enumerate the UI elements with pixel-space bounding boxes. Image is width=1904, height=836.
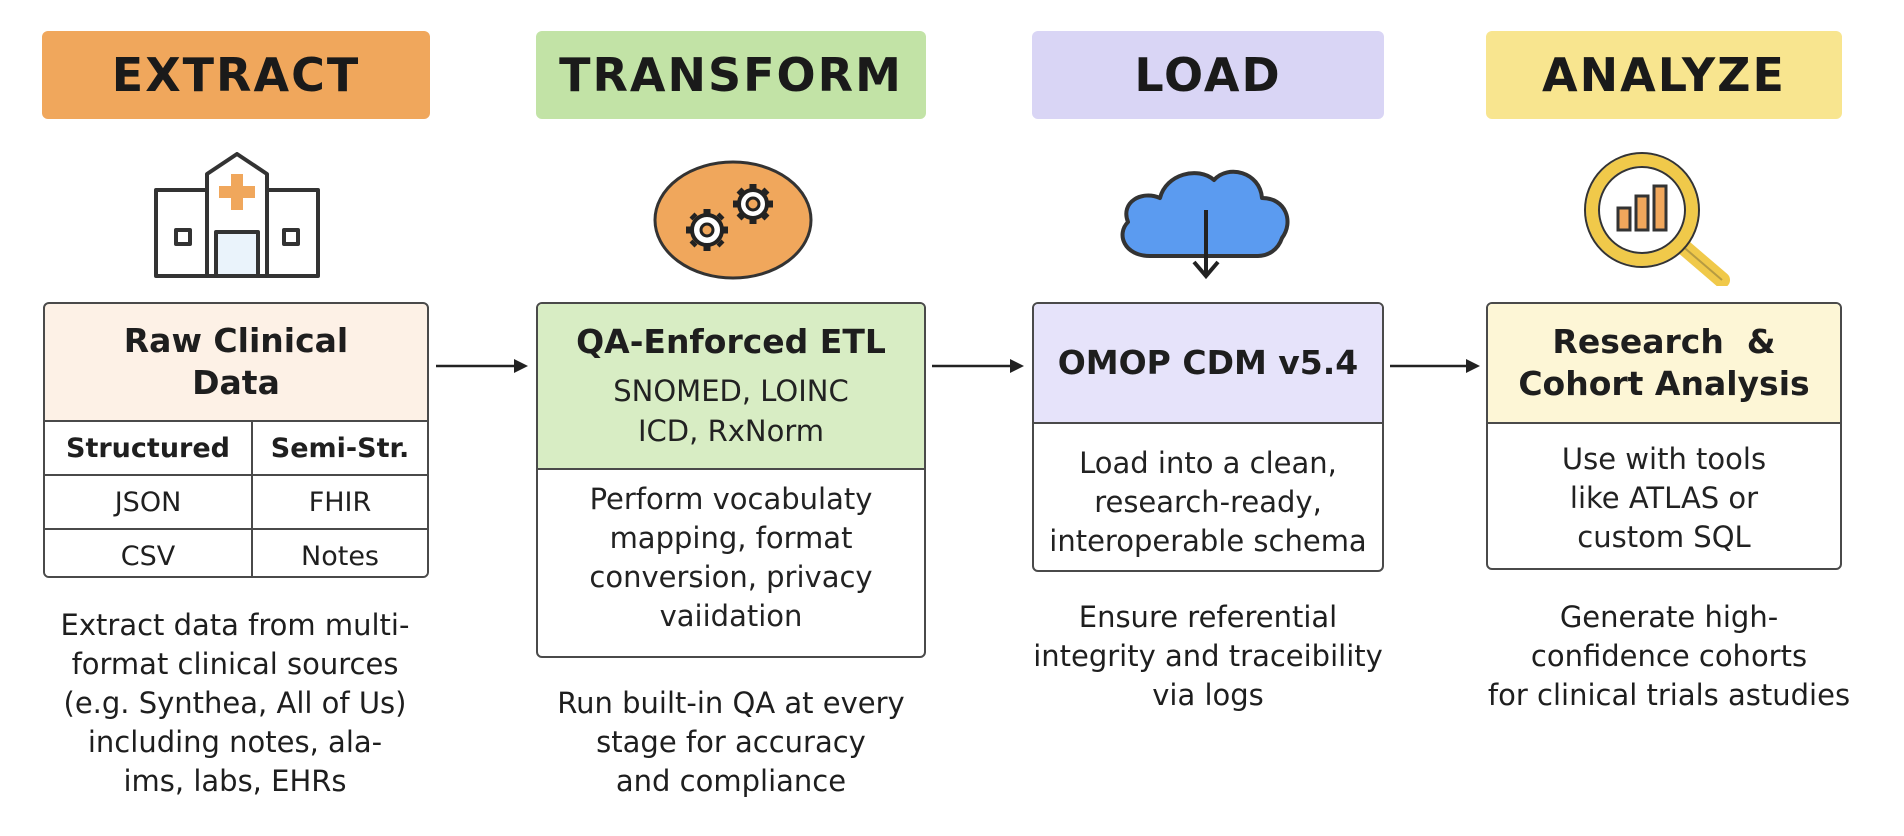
card-title: OMOP CDM v5.4 xyxy=(1057,343,1359,382)
arrow-extract-to-transform xyxy=(436,359,528,373)
column-header: Semi-Str. xyxy=(251,420,427,475)
arrow-load-to-analyze xyxy=(1390,359,1480,373)
raw-clinical-data-card: Raw Clinical Data Structured Semi-Str. J… xyxy=(43,302,429,578)
column-header: Structured xyxy=(45,420,253,475)
description-line: confidence cohorts xyxy=(1530,639,1808,673)
description-line: Extract data from multi- xyxy=(60,608,410,642)
magnifier-chart-icon xyxy=(1584,152,1730,286)
description-line: integrity and traceibility xyxy=(1033,639,1383,673)
table-cell: FHIR xyxy=(251,474,427,529)
description-line: via logs xyxy=(1152,678,1264,712)
card-body-line: conversion, privacy xyxy=(589,560,873,594)
description-line: Generate high- xyxy=(1559,600,1779,634)
table-row: JSON FHIR xyxy=(45,474,427,529)
description-line: ims, labs, EHRs xyxy=(123,764,347,798)
transform-description: Run built-in QA at every stage for accur… xyxy=(511,684,951,801)
table-cell: CSV xyxy=(45,528,253,576)
description-line: format clinical sources xyxy=(71,647,399,681)
card-body-line: custom SQL xyxy=(1577,520,1751,554)
description-line: Ensure referential xyxy=(1078,600,1338,634)
stage-header-transform: TRANSFORM xyxy=(536,31,926,119)
description-line: (e.g. Synthea, All of Us) xyxy=(63,686,407,720)
source-format-table: Structured Semi-Str. JSON FHIR CSV Notes xyxy=(45,420,427,576)
load-description: Ensure referential integrity and traceib… xyxy=(988,598,1428,715)
card-title: Research & xyxy=(1552,322,1776,361)
gears-icon xyxy=(653,160,813,280)
table-cell: Notes xyxy=(251,528,427,576)
vocabulary-list: ICD, RxNorm xyxy=(638,414,824,448)
card-body-line: Use with tools xyxy=(1561,442,1767,476)
description-line: Run built-in QA at every xyxy=(557,686,905,720)
card-title: Data xyxy=(192,363,280,402)
description-line: including notes, ala- xyxy=(87,725,383,759)
card-title: Cohort Analysis xyxy=(1518,364,1810,403)
cloud-download-icon xyxy=(1120,169,1290,280)
qa-enforced-etl-card: QA-Enforced ETL SNOMED, LOINC ICD, RxNor… xyxy=(536,302,926,658)
research-cohort-card: Research & Cohort Analysis Use with tool… xyxy=(1486,302,1842,570)
arrow-transform-to-load xyxy=(932,359,1024,373)
vocabulary-list: SNOMED, LOINC xyxy=(613,374,849,408)
omop-cdm-card: OMOP CDM v5.4 Load into a clean, researc… xyxy=(1032,302,1384,572)
card-body-line: research-ready, xyxy=(1094,485,1322,519)
description-line: stage for accuracy xyxy=(596,725,866,759)
table-row: CSV Notes xyxy=(45,528,427,576)
description-line: and compliance xyxy=(615,764,847,798)
card-title: QA-Enforced ETL xyxy=(576,322,886,361)
stage-header-analyze: ANALYZE xyxy=(1486,31,1842,119)
card-body-line: vaiidation xyxy=(659,599,803,633)
extract-description: Extract data from multi- format clinical… xyxy=(20,606,450,801)
hospital-icon xyxy=(154,152,320,278)
stage-header-load: LOAD xyxy=(1032,31,1384,119)
stage-header-extract: EXTRACT xyxy=(42,31,430,119)
analyze-description: Generate high- confidence cohorts for cl… xyxy=(1454,598,1884,715)
card-body-line: interoperable schema xyxy=(1049,524,1367,558)
card-body-line: Perform vocabulaty xyxy=(589,482,873,516)
card-title: Raw Clinical xyxy=(123,321,349,360)
card-body-line: mapping, format xyxy=(609,521,853,555)
card-body-line: like ATLAS or xyxy=(1569,481,1759,515)
card-body-line: Load into a clean, xyxy=(1079,446,1337,480)
description-line: for clinical trials astudies xyxy=(1487,678,1851,712)
table-cell: JSON xyxy=(45,474,253,529)
